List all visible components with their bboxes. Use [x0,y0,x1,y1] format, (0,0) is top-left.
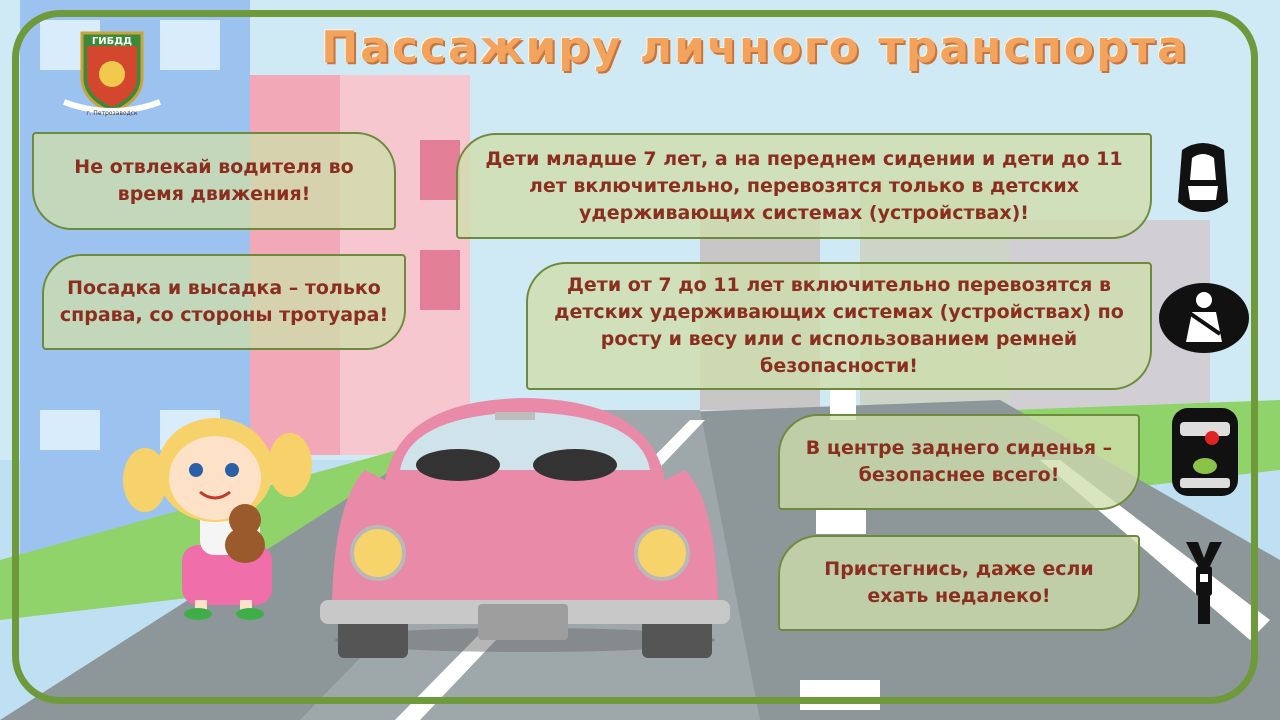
rule-text: Пристегнись, даже если ехать недалеко! [824,558,1094,607]
rule-bubble-child-7-11: Дети от 7 до 11 лет включительно перевоз… [526,262,1152,390]
green-frame [12,10,1258,704]
gibdd-emblem: ГИБДД г. Петрозаводск [62,28,162,118]
shield-icon [62,31,162,115]
pink-car-illustration [320,398,730,658]
rule-text: Дети от 7 до 11 лет включительно перевоз… [554,274,1124,377]
rule-bubble-boarding: Посадка и высадка – только справа, со ст… [42,254,406,350]
car-top-view-icon [1172,408,1238,496]
rule-bubble-child-seat: Дети младше 7 лет, а на переднем сидении… [456,133,1152,239]
rule-text: Не отвлекай водителя во время движения! [74,156,354,205]
child-seat-icon [1178,143,1228,212]
page-title: Пассажиру личного транспорта [321,22,1189,73]
rule-bubble-rear-center: В центре заднего сиденья – безопаснее вс… [778,414,1140,510]
rule-text: В центре заднего сиденья – безопаснее вс… [805,437,1113,486]
rule-bubble-buckle-up: Пристегнись, даже если ехать недалеко! [778,535,1140,631]
rule-text: Дети младше 7 лет, а на переднем сидении… [485,147,1123,224]
emblem-label: ГИБДД [91,36,133,47]
girl-illustration [123,418,312,620]
seatbelt-person-icon [1159,283,1249,353]
rule-bubble-distraction: Не отвлекай водителя во время движения! [32,132,396,230]
emblem-city: г. Петрозаводск [86,110,138,117]
seatbelt-buckle-icon [1186,542,1222,624]
rule-text: Посадка и высадка – только справа, со ст… [59,277,389,326]
